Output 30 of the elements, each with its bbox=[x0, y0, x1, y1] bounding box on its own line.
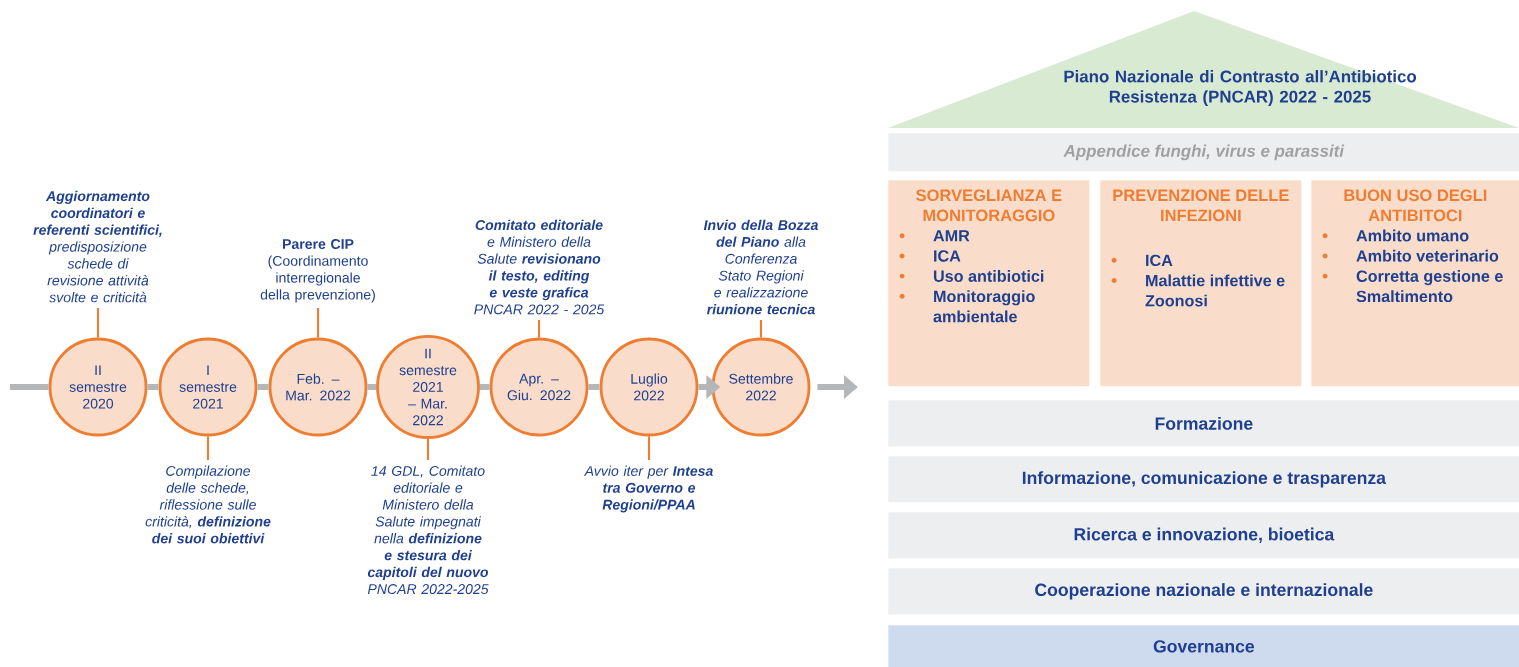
timeline-segment bbox=[257, 384, 269, 390]
leader-line bbox=[316, 308, 320, 338]
pillar-box: PREVENZIONE DELLE INFEZIONI ICA Malattie infettive e Zoonosi bbox=[1100, 180, 1302, 387]
annotation-text: Aggiornamento coordinatori e referenti scientifici, predisposizione schede di revisione attività svolte e criticità bbox=[33, 190, 162, 303]
band: Cooperazione nazionale e internazionale bbox=[888, 568, 1519, 615]
timeline-segment bbox=[367, 384, 377, 390]
leader-line bbox=[206, 436, 210, 460]
leader-line bbox=[647, 436, 651, 460]
band: Formazione bbox=[888, 400, 1519, 447]
appendix-band: Appendice funghi, virus e parassiti bbox=[888, 133, 1519, 172]
leader-line bbox=[759, 320, 763, 338]
timeline-segment bbox=[147, 384, 159, 390]
leader-line bbox=[426, 438, 430, 460]
roof-triangle: Piano Nazionale di Contrasto all’Antibiotico Resistenza (PNCAR) 2022 - 2025 bbox=[888, 11, 1519, 128]
annotation-text: Compilazione delle schede, riflessione sulle criticità, definizione dei suoi obiettivi bbox=[145, 465, 271, 544]
timeline-segment bbox=[10, 384, 49, 390]
leader-line bbox=[537, 320, 541, 338]
leader-line bbox=[96, 308, 100, 338]
annotation-text: Comitato editoriale e Ministero della Salute revisionano il testo, editing e veste grafica PNCAR 2022 - 2025 bbox=[474, 219, 605, 315]
annotation-text: Avvio iter per Intesa tra Governo e Regioni/PPAA bbox=[584, 465, 713, 513]
timeline-segment bbox=[588, 384, 600, 390]
annotation-text: Parere CIP (Coordinamento interregionale della prevenzione) bbox=[260, 239, 375, 303]
annotation-text: Invio della Bozza del Piano alla Conferenza Stato Regioni e realizzazione riunione tecnica bbox=[703, 219, 818, 315]
pillar-box: SORVEGLIANZA E MONITORAGGIO AMR ICA Uso antibiotici Monitoraggio ambientale bbox=[888, 180, 1090, 387]
timeline-segment bbox=[479, 384, 490, 390]
annotation-text: 14 GDL, Comitato editoriale e Ministero della Salute impegnati nella definizione e stesura dei capitoli del nuovo PNCAR 2022-2025 bbox=[367, 465, 489, 595]
band: Governance bbox=[888, 625, 1519, 667]
band: Ricerca e innovazione, bioetica bbox=[888, 512, 1519, 559]
band: Informazione, comunicazione e trasparenza bbox=[888, 456, 1519, 503]
pillar-box: BUON USO DEGLI ANTIBITOCI Ambito umano Ambito veterinario Corretta gestione e Smaltimento bbox=[1311, 180, 1519, 387]
